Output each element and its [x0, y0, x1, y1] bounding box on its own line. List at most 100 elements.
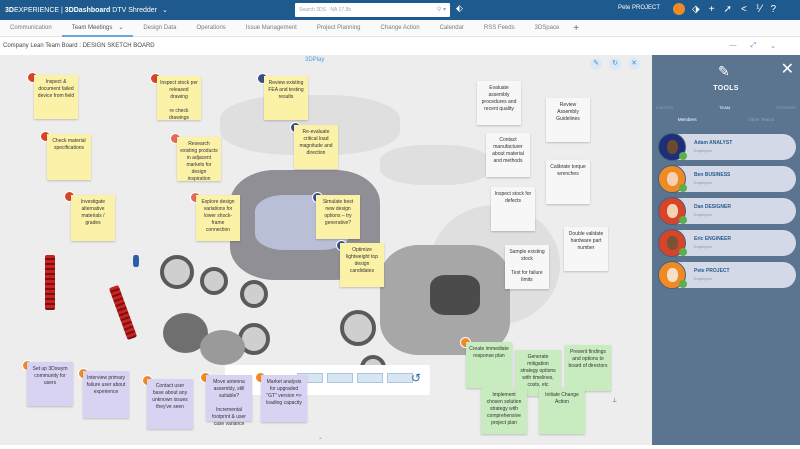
- sticky-note[interactable]: Inspect stock for defects: [491, 187, 535, 231]
- search-input[interactable]: Search 3DS - NA 17.9b ⚲ ▾: [295, 3, 450, 17]
- tab-calendar[interactable]: Calendar: [430, 20, 474, 37]
- tab-notes[interactable]: 3 NOTES: [656, 105, 674, 110]
- refresh-icon[interactable]: ↻: [609, 58, 621, 70]
- sticky-note[interactable]: Re-evaluate critical load magnitude and …: [294, 125, 338, 169]
- sticky-note[interactable]: Inspect & document failed device from fi…: [34, 75, 78, 119]
- tools-panel: ✎ ✕ TOOLS 3 NOTES TEAM STICKERS Members …: [652, 55, 800, 445]
- 3dplay-canvas[interactable]: 3DPlay ✎ ↻ ✕ Inspect & document failed d…: [0, 55, 652, 445]
- member-item[interactable]: Dan DESIGNER Employee: [656, 197, 796, 225]
- tab-issue-management[interactable]: Issue Management: [236, 20, 307, 37]
- sticky-note[interactable]: Explore design variations for lower shoc…: [196, 195, 240, 241]
- sticky-note[interactable]: Check material specifications: [47, 134, 91, 180]
- add-icon[interactable]: +: [708, 4, 715, 15]
- avatar: [658, 133, 687, 161]
- member-item[interactable]: Eric ENGINEER Employee: [656, 229, 796, 257]
- app-brand[interactable]: 3DEXPERIENCE | 3DDashboard DTV Shredder …: [0, 6, 168, 14]
- sticky-note[interactable]: Research existing products in adjacent m…: [177, 137, 221, 182]
- sticky-note[interactable]: Inspect stock per released drawing re ch…: [157, 76, 201, 121]
- sticky-note[interactable]: Present findings and options to board of…: [565, 345, 611, 391]
- tab-operations[interactable]: Operations: [186, 20, 235, 37]
- search-icon[interactable]: ⚲ ▾: [436, 7, 446, 13]
- help-icon[interactable]: ?: [770, 4, 777, 15]
- track-link: [430, 275, 480, 315]
- chevron-down-icon[interactable]: ⌄: [118, 24, 124, 31]
- tab-label: Operations: [196, 24, 226, 31]
- timeline-slot[interactable]: [387, 373, 413, 383]
- member-name: Eric ENGINEER: [694, 236, 731, 242]
- avatar: [658, 229, 687, 257]
- tab-change-action[interactable]: Change Action: [371, 20, 430, 37]
- avatar: [658, 261, 687, 289]
- model-ghost: [380, 145, 490, 185]
- online-status-icon: [679, 184, 687, 192]
- sticky-note[interactable]: Review Assembly Guidelines: [546, 98, 590, 142]
- member-item[interactable]: Ben BUSINESS Employee: [656, 165, 796, 193]
- member-card: [666, 198, 796, 224]
- add-tab-button[interactable]: +: [573, 22, 580, 34]
- wheel: [240, 280, 268, 308]
- shock-absorber: [108, 284, 138, 341]
- window-controls: — ⤢ ⌄: [730, 42, 776, 50]
- sticky-note[interactable]: Double validate hardware part number: [564, 227, 608, 271]
- axis-triad-icon: ⊥: [612, 398, 618, 404]
- canvas-toolbar: ✎ ↻ ✕: [590, 58, 640, 70]
- tab-team[interactable]: TEAM: [718, 105, 731, 110]
- tab-stickers[interactable]: STICKERS: [775, 105, 796, 110]
- minimize-icon[interactable]: —: [729, 42, 737, 49]
- panel-title: TOOLS: [713, 85, 739, 92]
- sticky-note[interactable]: Market analysis for upgraded "GT" versio…: [261, 375, 307, 422]
- chevron-down-icon[interactable]: ⌄: [770, 43, 776, 50]
- user-name[interactable]: Pete PROJECT: [618, 5, 661, 11]
- brand-experience: EXPERIENCE |: [13, 7, 65, 14]
- top-toolbar: ⬗ + ➚ < ⅟ ?: [692, 3, 776, 16]
- tab-label: Design Data: [143, 24, 177, 31]
- online-status-icon: [679, 152, 687, 160]
- timeline-slot[interactable]: [327, 373, 353, 383]
- network-icon[interactable]: <: [740, 4, 747, 15]
- sticky-note[interactable]: Create immediate response plan: [466, 342, 512, 388]
- sticky-note[interactable]: Interview primary failure user about exp…: [83, 371, 129, 418]
- brand-dashboard: 3DDashboard: [64, 7, 111, 14]
- tab-project-planning[interactable]: Project Planning: [307, 20, 371, 37]
- sticky-note[interactable]: Sample existing stock Test for failure l…: [505, 245, 549, 289]
- tab-rss-feeds[interactable]: RSS Feeds: [474, 20, 525, 37]
- board-header: Company Lean Team Board : DESIGN SKETCH …: [0, 38, 800, 55]
- chevron-down-icon[interactable]: ⌄: [161, 7, 168, 14]
- sticky-note[interactable]: Evaluate assembly procedures and recent …: [477, 81, 521, 125]
- sticky-note[interactable]: Investigate alternative materials / grad…: [71, 195, 115, 241]
- sticky-note[interactable]: Contact user base about any unknown issu…: [147, 379, 193, 429]
- sticky-note[interactable]: Initiate Change Action: [539, 388, 585, 434]
- sticky-note[interactable]: Review existing FEA and testing results: [264, 76, 308, 120]
- tag-icon[interactable]: ⬖: [456, 3, 463, 13]
- close-panel-button[interactable]: ✕: [780, 61, 794, 78]
- sticky-note[interactable]: Set up 3Dswym community for users: [27, 362, 73, 406]
- sticky-note[interactable]: Contact manufacturer about material and …: [486, 133, 530, 177]
- member-item[interactable]: Adam ANALYST Employee: [656, 133, 796, 161]
- tab-communication[interactable]: Communication: [0, 20, 62, 37]
- sticky-note[interactable]: Simulate best new design options – try g…: [316, 195, 360, 239]
- subtab-members[interactable]: Members: [677, 117, 697, 122]
- edit-icon[interactable]: ✎: [590, 58, 602, 70]
- scroll-up-icon[interactable]: ⌃: [318, 438, 324, 444]
- sticky-note[interactable]: Optimize lightweight top design candidat…: [340, 243, 384, 287]
- close-icon[interactable]: ✕: [628, 58, 640, 70]
- share-icon[interactable]: ➚: [723, 4, 732, 15]
- member-item[interactable]: Pete PROJECT Employee: [656, 261, 796, 289]
- subtab-other-teams[interactable]: Other Teams: [748, 117, 775, 122]
- expand-icon[interactable]: ⤢: [750, 42, 757, 49]
- tab-label: Issue Management: [245, 24, 297, 31]
- sticky-note[interactable]: Calibrate torque wrenches: [546, 160, 590, 204]
- tab-design-data[interactable]: Design Data: [133, 20, 186, 37]
- tab-label: RSS Feeds: [483, 24, 515, 31]
- sticky-note[interactable]: Implement chosen solution strategy with …: [481, 388, 527, 434]
- timeline-slot[interactable]: [357, 373, 383, 383]
- tab-label: Team Meetings: [71, 24, 113, 31]
- tools-icon[interactable]: ⅟: [755, 4, 762, 15]
- user-avatar[interactable]: [673, 3, 685, 15]
- undo-icon[interactable]: ↺: [411, 371, 422, 385]
- tab-team-meetings[interactable]: Team Meetings ⌄: [61, 20, 134, 37]
- member-card: [666, 262, 796, 288]
- share-tag-icon[interactable]: ⬗: [692, 4, 700, 15]
- tab-3dspace[interactable]: 3DSpace: [525, 20, 570, 37]
- sticky-note[interactable]: Move antenna assembly, still suitable? I…: [206, 375, 252, 427]
